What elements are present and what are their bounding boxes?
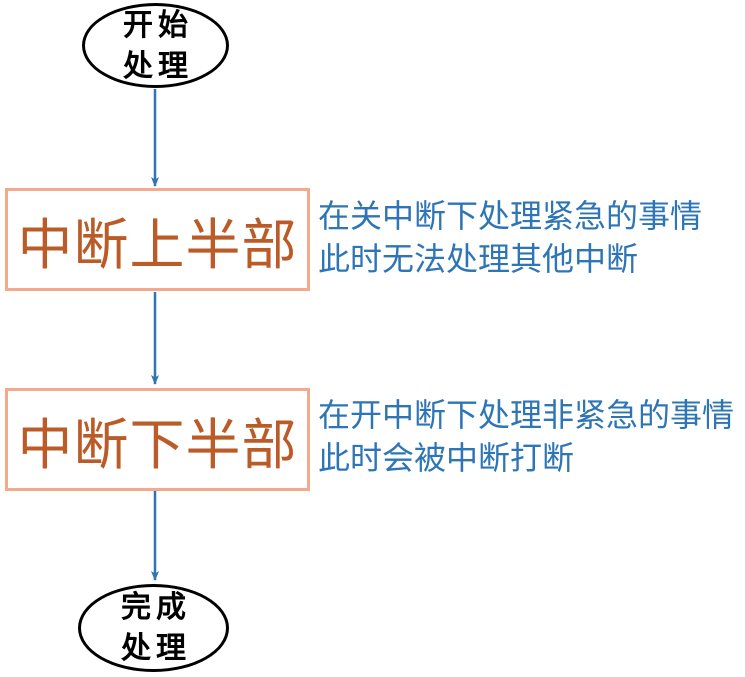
step-box-interrupt-bottom-half: 中断下半部: [5, 388, 310, 491]
note-bottom-half-line1: 在开中断下处理非紧急的事情: [318, 397, 735, 433]
end-node: 完成 处理: [78, 584, 229, 672]
start-node-line2: 处理: [123, 49, 193, 83]
note-top-half-line2: 此时无法处理其他中断: [318, 241, 639, 277]
note-interrupt-top-half: 在关中断下处理紧急的事情 此时无法处理其他中断: [318, 195, 743, 281]
end-node-line1: 完成: [121, 591, 191, 624]
start-node-line1: 开始: [123, 8, 193, 42]
step-box-top-half-label: 中断上半部: [17, 214, 298, 276]
step-box-bottom-half-label: 中断下半部: [17, 414, 298, 476]
note-bottom-half-line2: 此时会被中断打断: [318, 440, 575, 476]
start-node: 开始 处理: [82, 3, 229, 88]
step-box-interrupt-top-half: 中断上半部: [5, 188, 310, 291]
note-interrupt-bottom-half: 在开中断下处理非紧急的事情 此时会被中断打断: [318, 394, 743, 480]
note-top-half-line1: 在关中断下处理紧急的事情: [318, 198, 703, 234]
end-node-line2: 处理: [121, 632, 191, 665]
